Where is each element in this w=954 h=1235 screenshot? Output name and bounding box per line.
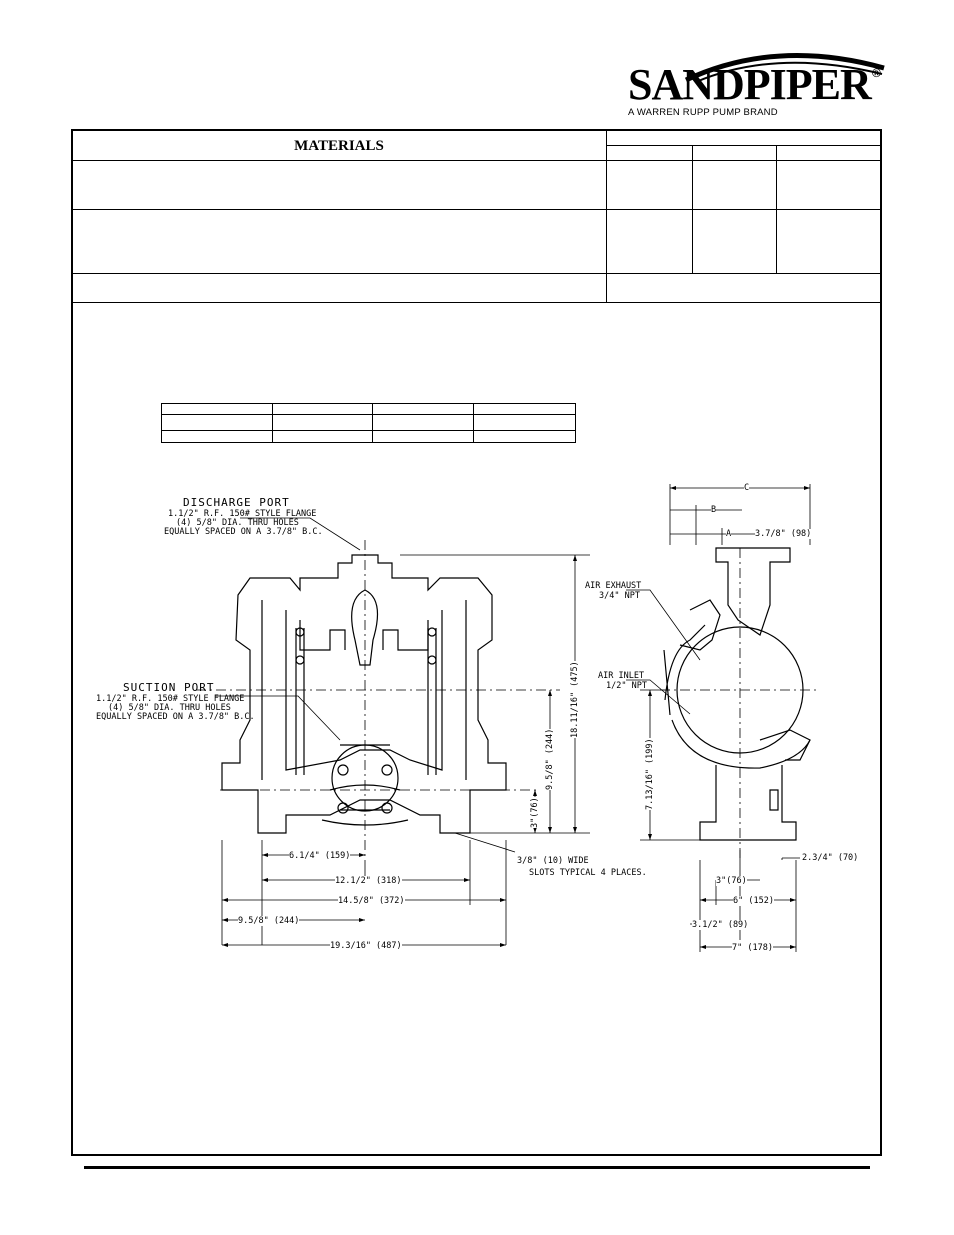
dim-3-vertical: 3"(76) (530, 797, 540, 828)
dim-6: 6" (152) (733, 896, 774, 906)
discharge-port-line1: 1.1/2" R.F. 150# STYLE FLANGE (168, 509, 317, 519)
dim-9-5-8-vertical: 9.5/8" (244) (545, 728, 555, 790)
brand-tagline: A WARREN RUPP PUMP BRAND (628, 107, 778, 118)
dim-7-13-16: 7.13/16" (199) (645, 738, 655, 810)
brand-name: SANDPIPER (628, 60, 872, 109)
discharge-port-line3: EQUALLY SPACED ON A 3.7/8" B.C. (164, 527, 323, 537)
footer-rule (84, 1166, 870, 1169)
dim-3-7-8: 3.7/8" (98) (755, 529, 812, 539)
dim-3-1-2: 3.1/2" (89) (692, 920, 749, 930)
dim-letter-b: B (711, 505, 717, 515)
dim-14-5-8: 14.5/8" (372) (338, 896, 405, 906)
page-frame (71, 129, 882, 1156)
suction-port-line3: EQUALLY SPACED ON A 3.7/8" B.C. (96, 712, 255, 722)
materials-title: MATERIALS (294, 137, 384, 154)
dim-6-1-4: 6.1/4" (159) (289, 851, 351, 861)
suction-port-line1: 1.1/2" R.F. 150# STYLE FLANGE (96, 694, 245, 704)
slots-line1: 3/8" (10) WIDE (517, 856, 589, 866)
dim-2-3-4: 2.3/4" (70) (802, 853, 859, 863)
registered-mark: ® (872, 66, 881, 80)
dim-19-3-16: 19.3/16" (487) (330, 941, 402, 951)
air-inlet-size: 1/2" NPT (606, 681, 647, 691)
logo-swoosh-icon (684, 53, 885, 83)
dim-18-11-16: 18.11/16" (475) (570, 661, 580, 738)
air-exhaust-size: 3/4" NPT (599, 591, 640, 601)
discharge-port-title: DISCHARGE PORT (183, 496, 290, 509)
dim-letter-a: A (726, 529, 732, 539)
discharge-port-line2: (4) 5/8" DIA. THRU HOLES (176, 518, 299, 528)
dim-letter-c: C (744, 483, 750, 493)
suction-port-title: SUCTION PORT (123, 681, 215, 694)
slots-line2: SLOTS TYPICAL 4 PLACES. (529, 868, 647, 878)
air-inlet-title: AIR INLET (598, 671, 645, 681)
suction-port-line2: (4) 5/8" DIA. THRU HOLES (108, 703, 231, 713)
dim-12-1-2: 12.1/2" (318) (335, 876, 402, 886)
dim-3-horizontal: 3"(76) (716, 876, 747, 886)
dim-7: 7" (178) (732, 943, 773, 953)
brand-logo: SANDPIPER ® A WARREN RUPP PUMP BRAND (626, 53, 888, 120)
air-exhaust-title: AIR EXHAUST (585, 581, 642, 591)
dim-9-5-8-horizontal: 9.5/8" (244) (238, 916, 300, 926)
